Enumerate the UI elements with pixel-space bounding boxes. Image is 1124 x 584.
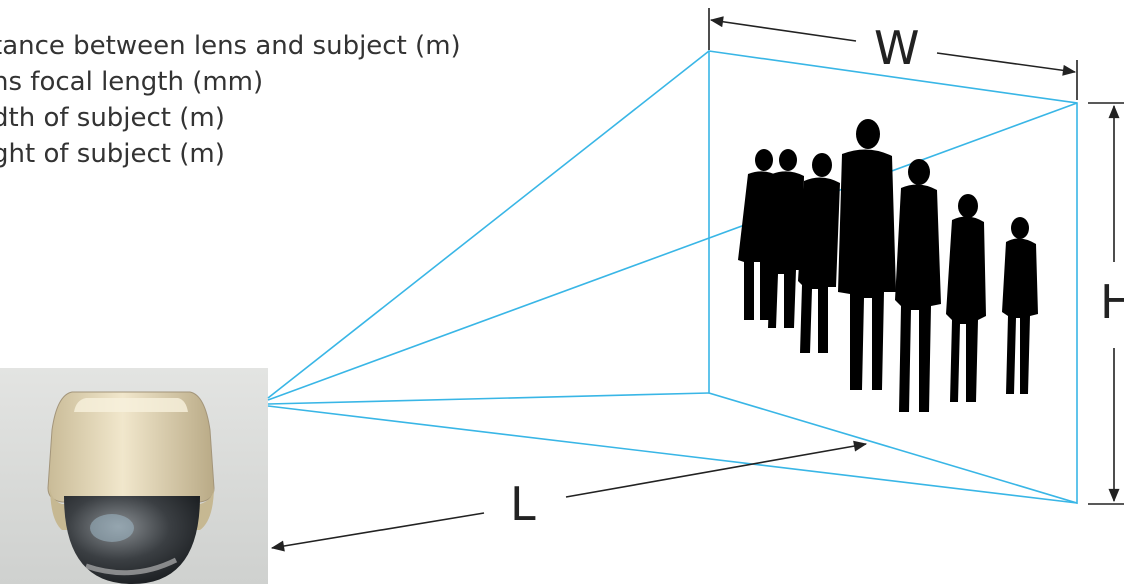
frustum-line-bottom-left [267, 392, 710, 405]
width-dimension [708, 8, 1078, 100]
distance-dimension [270, 440, 868, 552]
legend-item-focal-length: ns focal length (mm) [0, 67, 264, 97]
distance-arrow-subject [565, 440, 868, 498]
variable-legend: tance between lens and subject (m) ns fo… [0, 28, 461, 172]
height-label: H [1100, 275, 1124, 329]
frustum-lines [267, 50, 1078, 505]
people-silhouette-icon [738, 119, 1038, 412]
dome-camera-icon [0, 368, 268, 584]
frustum-line-bottom-right [267, 405, 1078, 504]
distance-label: L [510, 477, 536, 531]
legend-item-distance: tance between lens and subject (m) [0, 31, 461, 61]
width-arrow-right [936, 52, 1077, 76]
legend-item-height: ght of subject (m) [0, 139, 225, 169]
frustum-line-top-right [267, 102, 1078, 401]
width-arrow-left [709, 16, 857, 42]
distance-arrow-camera [270, 512, 485, 552]
frustum-line-top-left [267, 50, 710, 399]
height-dimension [1088, 102, 1124, 505]
legend-item-width: dth of subject (m) [0, 103, 225, 133]
width-label: W [874, 21, 919, 75]
